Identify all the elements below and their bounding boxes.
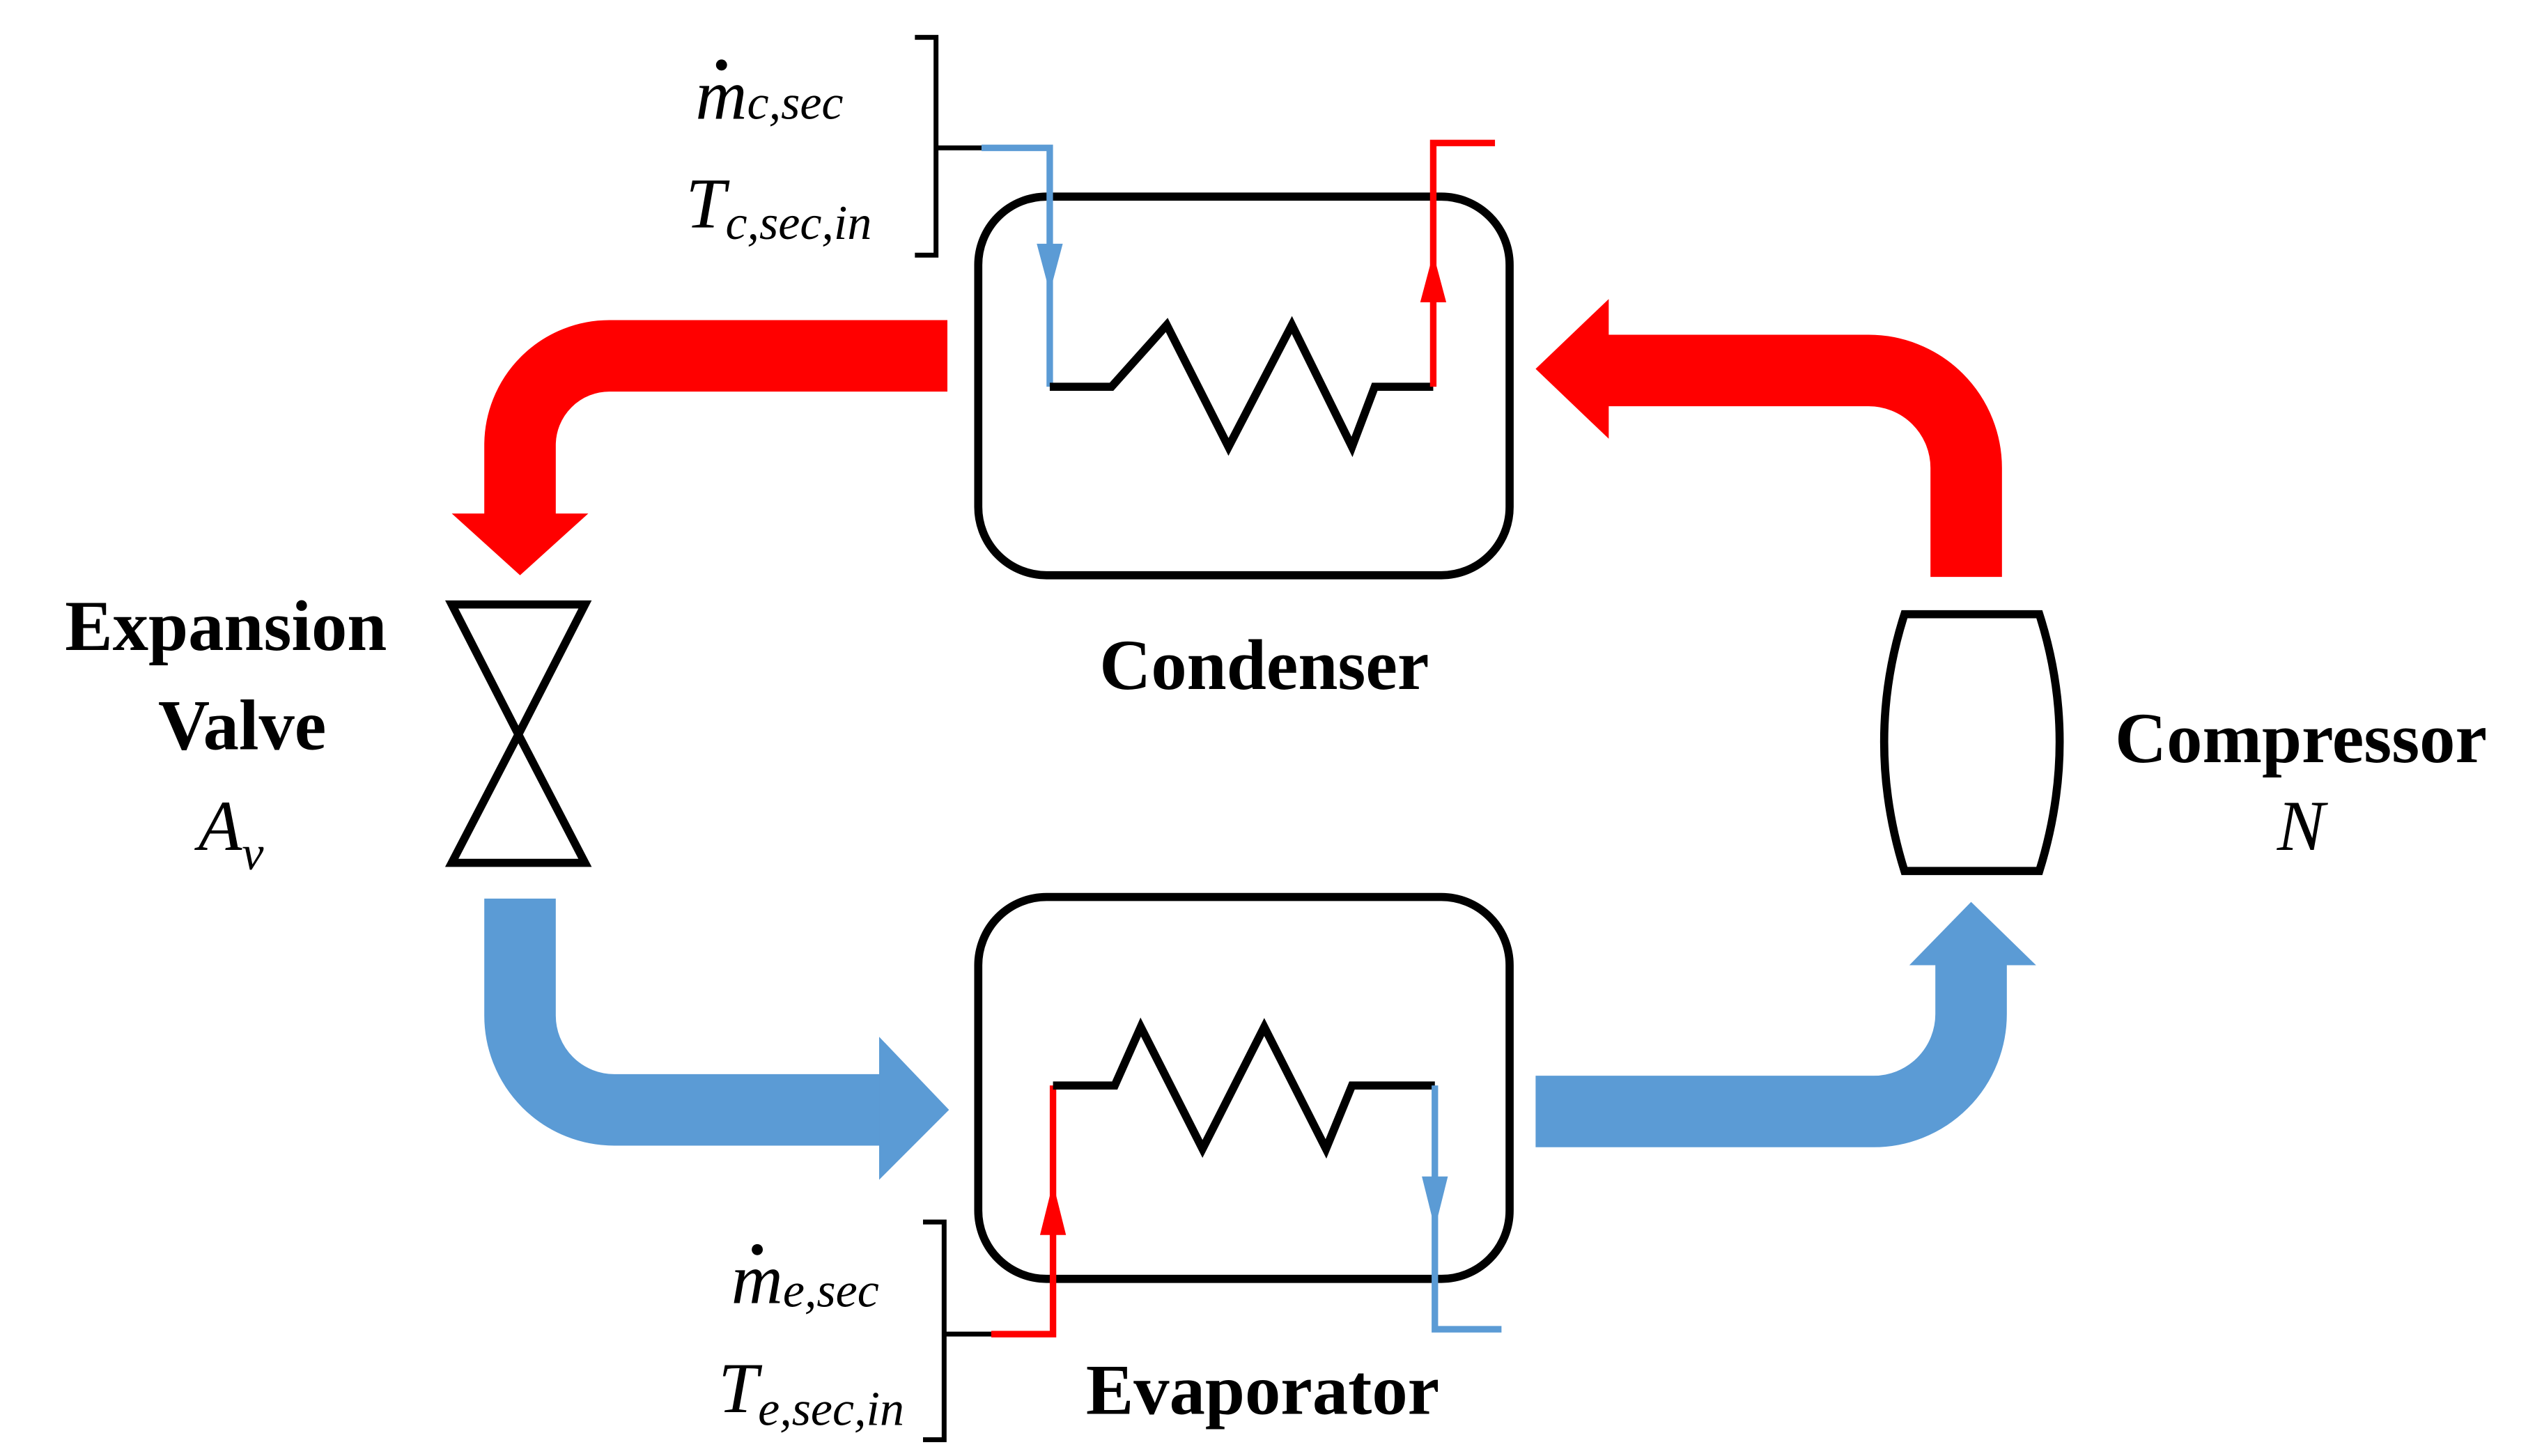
condenser-inlet-temp-label: Tc,sec,in [685,165,871,250]
evaporator-mass-flow-dot [752,1244,763,1255]
cold-flow-arrow-to-compressor [1535,961,2007,1147]
condenser-inlet-temp-base: T [685,165,730,244]
evaporator-inlet-temp-label: Te,sec,in [718,1349,904,1436]
condenser-mass-flow-dot [715,59,727,71]
evaporator-secondary-outlet-line [1432,1085,1502,1333]
evaporator-outlet-arrowhead [1422,1176,1448,1229]
evaporator-secondary-inlet-line [991,1085,1057,1338]
hot-flow-arrow-to-valve [484,320,947,517]
condenser-secondary-outlet-line [1429,139,1496,387]
evaporator-input-bracket [922,1219,991,1443]
evaporator-box [974,892,1514,1283]
condenser-outlet-arrowhead [1420,253,1447,302]
cold-flow-arrowhead-up [1909,901,2036,966]
evaporator-label: Evaporator [1086,1351,1439,1430]
expansion-valve-area-variable: Av [194,787,265,881]
condenser-mass-flow-sub: c,sec [747,76,844,130]
hot-flow-arrow-to-condenser [1605,334,2002,578]
evaporator-coil [1053,1017,1435,1159]
condenser-input-bracket [915,35,982,258]
compressor-symbol [1879,610,2064,876]
expansion-valve-label-line1: Expansion [65,587,387,666]
condenser-coil [1049,316,1434,458]
expansion-var-base: A [194,787,243,866]
evaporator-inlet-arrowhead [1039,1183,1067,1235]
evaporator-mass-flow-sub: e,sec [783,1264,879,1317]
compressor-speed-variable: N [2277,787,2329,866]
compressor-label: Compressor [2115,699,2487,778]
condenser-mass-flow-label: mc,sec [695,56,843,134]
expansion-var-sub: v [242,827,264,881]
condenser-box [974,192,1514,580]
hot-flow-arrowhead-left [1535,299,1609,439]
evaporator-inlet-temp-base: T [718,1349,763,1428]
expansion-valve-label-line2: Valve [158,686,326,765]
cold-flow-arrow-to-evaporator [484,898,886,1146]
condenser-label: Condenser [1099,626,1429,705]
condenser-inlet-arrowhead [1037,243,1063,293]
cold-flow-arrowhead-right [879,1037,949,1180]
condenser-inlet-temp-sub: c,sec,in [726,196,872,250]
hot-flow-arrowhead-down [451,513,589,575]
evaporator-mass-flow-label: me,sec [731,1241,879,1319]
evaporator-inlet-temp-sub: e,sec,in [758,1383,904,1436]
expansion-valve-symbol [444,600,592,867]
condenser-secondary-inlet-line [981,144,1053,387]
